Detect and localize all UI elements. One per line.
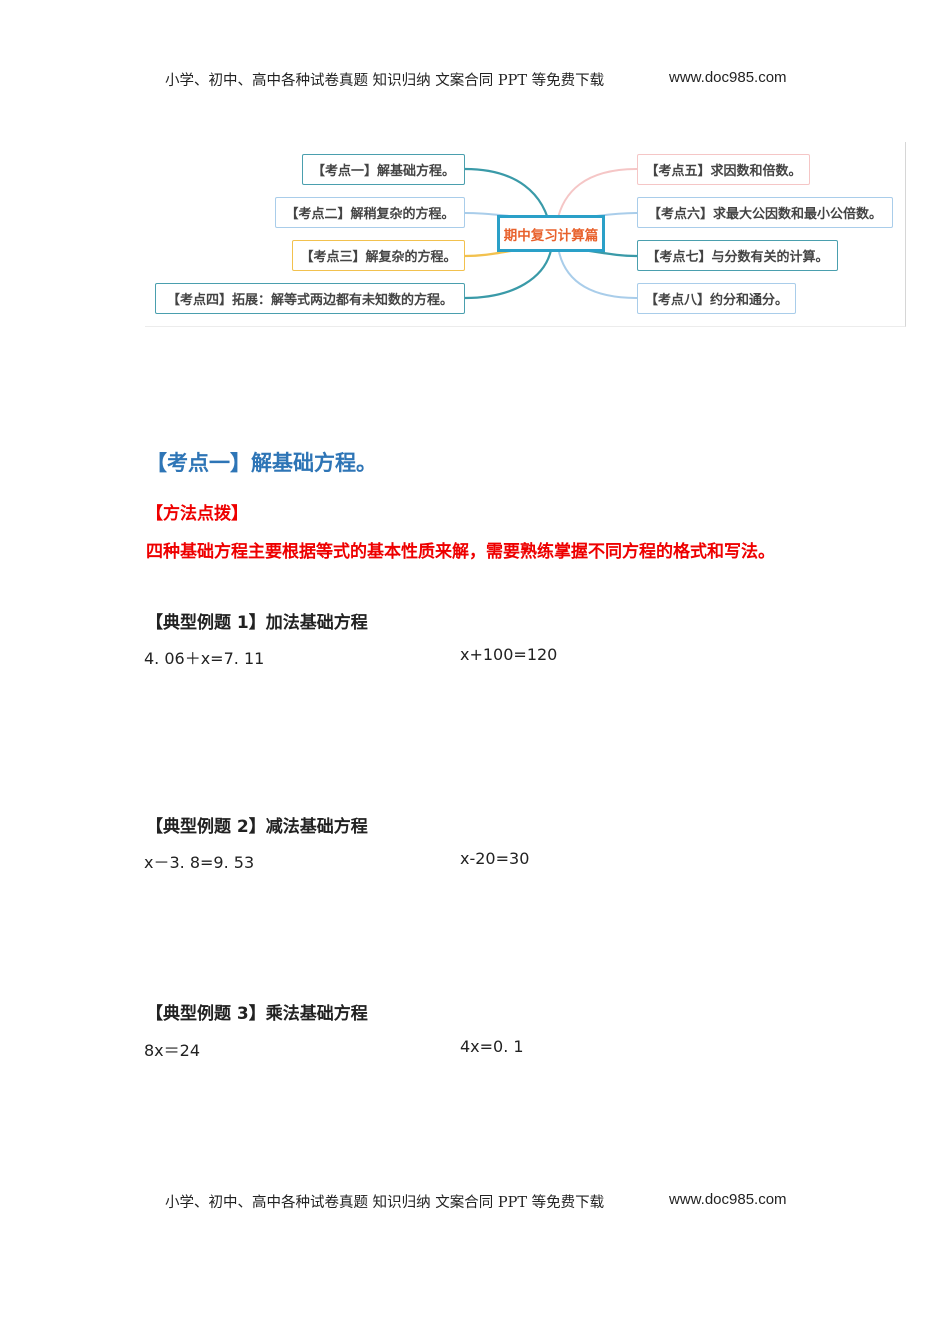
footer-url[interactable]: www.doc985.com	[669, 1191, 787, 1208]
example-3-equation-b: 4x=0. 1	[460, 1037, 524, 1056]
mind-map-node-3: 【考点三】解复杂的方程。	[292, 240, 465, 271]
example-1-equation-b: x+100=120	[460, 645, 558, 664]
node-label: 【考点五】求因数和倍数。	[645, 164, 802, 179]
method-body: 四种基础方程主要根据等式的基本性质来解，需要熟练掌握不同方程的格式和写法。	[146, 542, 775, 562]
example-1-title: 【典型例题 1】加法基础方程	[146, 613, 368, 633]
mind-map-node-6: 【考点六】求最大公因数和最小公倍数。	[637, 197, 893, 228]
node-label: 【考点八】约分和通分。	[644, 293, 788, 308]
node-label: 【考点四】拓展：解等式两边都有未知数的方程。	[166, 293, 453, 308]
mind-map-node-7: 【考点七】与分数有关的计算。	[637, 240, 838, 271]
mind-map-node-4: 【考点四】拓展：解等式两边都有未知数的方程。	[155, 283, 465, 314]
node-label: 【考点六】求最大公因数和最小公倍数。	[647, 207, 882, 222]
footer-text: 小学、初中、高中各种试卷真题 知识归纳 文案合同 PPT 等免费下载	[165, 1195, 605, 1211]
example-2-title: 【典型例题 2】减法基础方程	[146, 817, 368, 837]
method-title: 【方法点拨】	[146, 504, 248, 524]
center-label: 期中复习计算篇	[503, 227, 599, 244]
node-label: 【考点七】与分数有关的计算。	[646, 250, 829, 265]
header-text: 小学、初中、高中各种试卷真题 知识归纳 文案合同 PPT 等免费下载	[165, 73, 605, 89]
node-label: 【考点一】解基础方程。	[311, 164, 455, 179]
mind-map-node-1: 【考点一】解基础方程。	[302, 154, 465, 185]
example-2-equation-a: x－3. 8=9. 53	[144, 853, 255, 872]
example-2-equation-b: x-20=30	[460, 849, 530, 868]
example-1-equation-a: 4. 06＋x=7. 11	[144, 649, 265, 668]
header-url[interactable]: www.doc985.com	[669, 69, 787, 86]
mind-map-center-node: 期中复习计算篇	[497, 215, 605, 252]
example-3-equation-a: 8x＝24	[144, 1041, 201, 1060]
node-label: 【考点三】解复杂的方程。	[300, 250, 457, 265]
mind-map-node-5: 【考点五】求因数和倍数。	[637, 154, 810, 185]
mind-map-node-2: 【考点二】解稍复杂的方程。	[275, 197, 465, 228]
mind-map-node-8: 【考点八】约分和通分。	[637, 283, 796, 314]
mind-map: 【考点一】解基础方程。 【考点二】解稍复杂的方程。 【考点三】解复杂的方程。 【…	[145, 142, 906, 327]
section-title: 【考点一】解基础方程。	[146, 451, 377, 475]
example-3-title: 【典型例题 3】乘法基础方程	[146, 1004, 368, 1024]
node-label: 【考点二】解稍复杂的方程。	[285, 207, 455, 222]
